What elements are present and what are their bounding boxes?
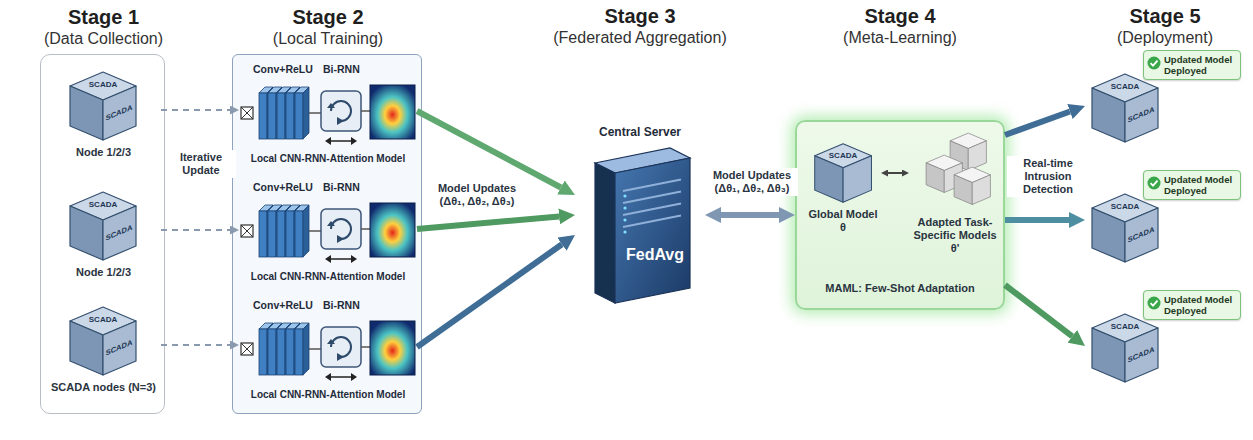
stage-subheading: (Deployment)	[1080, 28, 1250, 48]
edge-label: Real-time Intrusion Detection	[1007, 156, 1089, 197]
server-icon	[585, 143, 695, 308]
connector-arrow	[1005, 111, 1070, 135]
deployed-node: Updated Model DeployedSCADASCADA	[1085, 170, 1248, 265]
deployed-node: Updated Model DeployedSCADASCADA	[1085, 290, 1248, 385]
stage-heading: Stage 5	[1080, 4, 1250, 28]
stage-subheading: (Local Training)	[173, 29, 483, 49]
model-caption: Local CNN-RNN-Attention Model	[239, 271, 417, 283]
stage-heading: Stage 4	[790, 4, 1010, 28]
stage-subheading: (Meta-Learning)	[790, 28, 1010, 48]
cnn-rnn-attention-illustration	[239, 315, 417, 387]
adapted-models: Adapted Task-Specific Models θ'	[909, 132, 1001, 272]
connector-arrow	[161, 109, 230, 111]
cnn-rnn-attention-illustration	[239, 197, 417, 269]
stage-panel: Stage 2(Local Training)Conv+ReLUBi-RNNLo…	[232, 54, 422, 414]
layer-label: Bi-RNN	[323, 181, 360, 194]
cube-label: SCADA	[823, 151, 863, 161]
layer-label: Conv+ReLU	[253, 181, 313, 194]
server-label: Central Server	[575, 125, 705, 140]
layer-label: Bi-RNN	[323, 299, 360, 312]
scada-node: SCADASCADANode 1/2/3	[46, 70, 161, 170]
stage-heading: Stage 2	[173, 5, 483, 29]
connector-arrow	[417, 216, 559, 229]
connector-arrow	[888, 172, 902, 174]
global-model: SCADA Global Model θ	[805, 142, 881, 252]
stage-subheading: (Federated Aggregation)	[530, 28, 750, 48]
central-server: Central ServerFedAvg	[575, 125, 705, 315]
connector-arrow	[1005, 217, 1069, 223]
connector-arrow	[721, 212, 779, 218]
node-label: Global Model θ	[805, 208, 881, 234]
cube-label: SCADA	[1105, 82, 1145, 92]
local-model: Conv+ReLU Bi-RNN Local CNN-RNN-Attention M…	[239, 63, 417, 173]
connector-arrow	[417, 244, 562, 347]
local-model: Conv+ReLU Bi-RNN Local CNN-RNN-Attention M…	[239, 181, 417, 291]
stage-subheading: (Data Collection)	[0, 29, 226, 49]
node-label: Node 1/2/3	[41, 266, 166, 279]
panel-caption: MAML: Few-Shot Adaptation	[797, 282, 1003, 295]
model-caption: Local CNN-RNN-Attention Model	[239, 153, 417, 165]
layer-label: Conv+ReLU	[253, 63, 313, 76]
connector-arrow	[1005, 285, 1072, 336]
cube-label: SCADA	[83, 315, 123, 325]
stage-heading: Stage 3	[530, 4, 750, 28]
check-icon	[1147, 296, 1161, 310]
cube-label: SCADA	[1105, 322, 1145, 332]
cube-label: SCADA	[83, 80, 123, 90]
edge-label: Model Updates (Δθ₁, Δθ₂, Δθ₃)	[706, 168, 798, 196]
cube-label: SCADA	[83, 200, 123, 210]
meta-learning-panel: MAML: Few-Shot Adaptation SCADA Global Mod…	[795, 120, 1005, 310]
connector-arrow	[417, 111, 561, 187]
scada-node: SCADASCADANode 1/2/3	[46, 190, 161, 290]
edge-label: Model Updates (Δθ₁, Δθ₂, Δθ₃)	[428, 181, 526, 209]
check-icon	[1147, 176, 1161, 190]
node-label: SCADA nodes (N=3)	[41, 381, 166, 394]
stage-panel: Stage 1(Data Collection)SCADASCADANode 1…	[40, 54, 165, 414]
model-caption: Local CNN-RNN-Attention Model	[239, 389, 417, 401]
connector-arrow	[161, 344, 230, 346]
node-label: Node 1/2/3	[41, 146, 166, 159]
connector-arrow	[161, 229, 230, 231]
layer-label: Bi-RNN	[323, 63, 360, 76]
algorithm-label: FedAvg	[620, 245, 690, 264]
scada-node: SCADASCADASCADA nodes (N=3)	[46, 305, 161, 405]
local-model: Conv+ReLU Bi-RNN Local CNN-RNN-Attention M…	[239, 299, 417, 409]
layer-label: Conv+ReLU	[253, 299, 313, 312]
cube-label: SCADA	[1105, 202, 1145, 212]
cube-icon	[953, 166, 992, 206]
node-label: Adapted Task-Specific Models θ'	[909, 216, 1001, 255]
cnn-rnn-attention-illustration	[239, 79, 417, 151]
flow-label: Iterative Update	[166, 150, 236, 178]
stage-heading: Stage 1	[0, 5, 226, 29]
check-icon	[1147, 56, 1161, 70]
deployed-node: Updated Model DeployedSCADASCADA	[1085, 50, 1248, 145]
